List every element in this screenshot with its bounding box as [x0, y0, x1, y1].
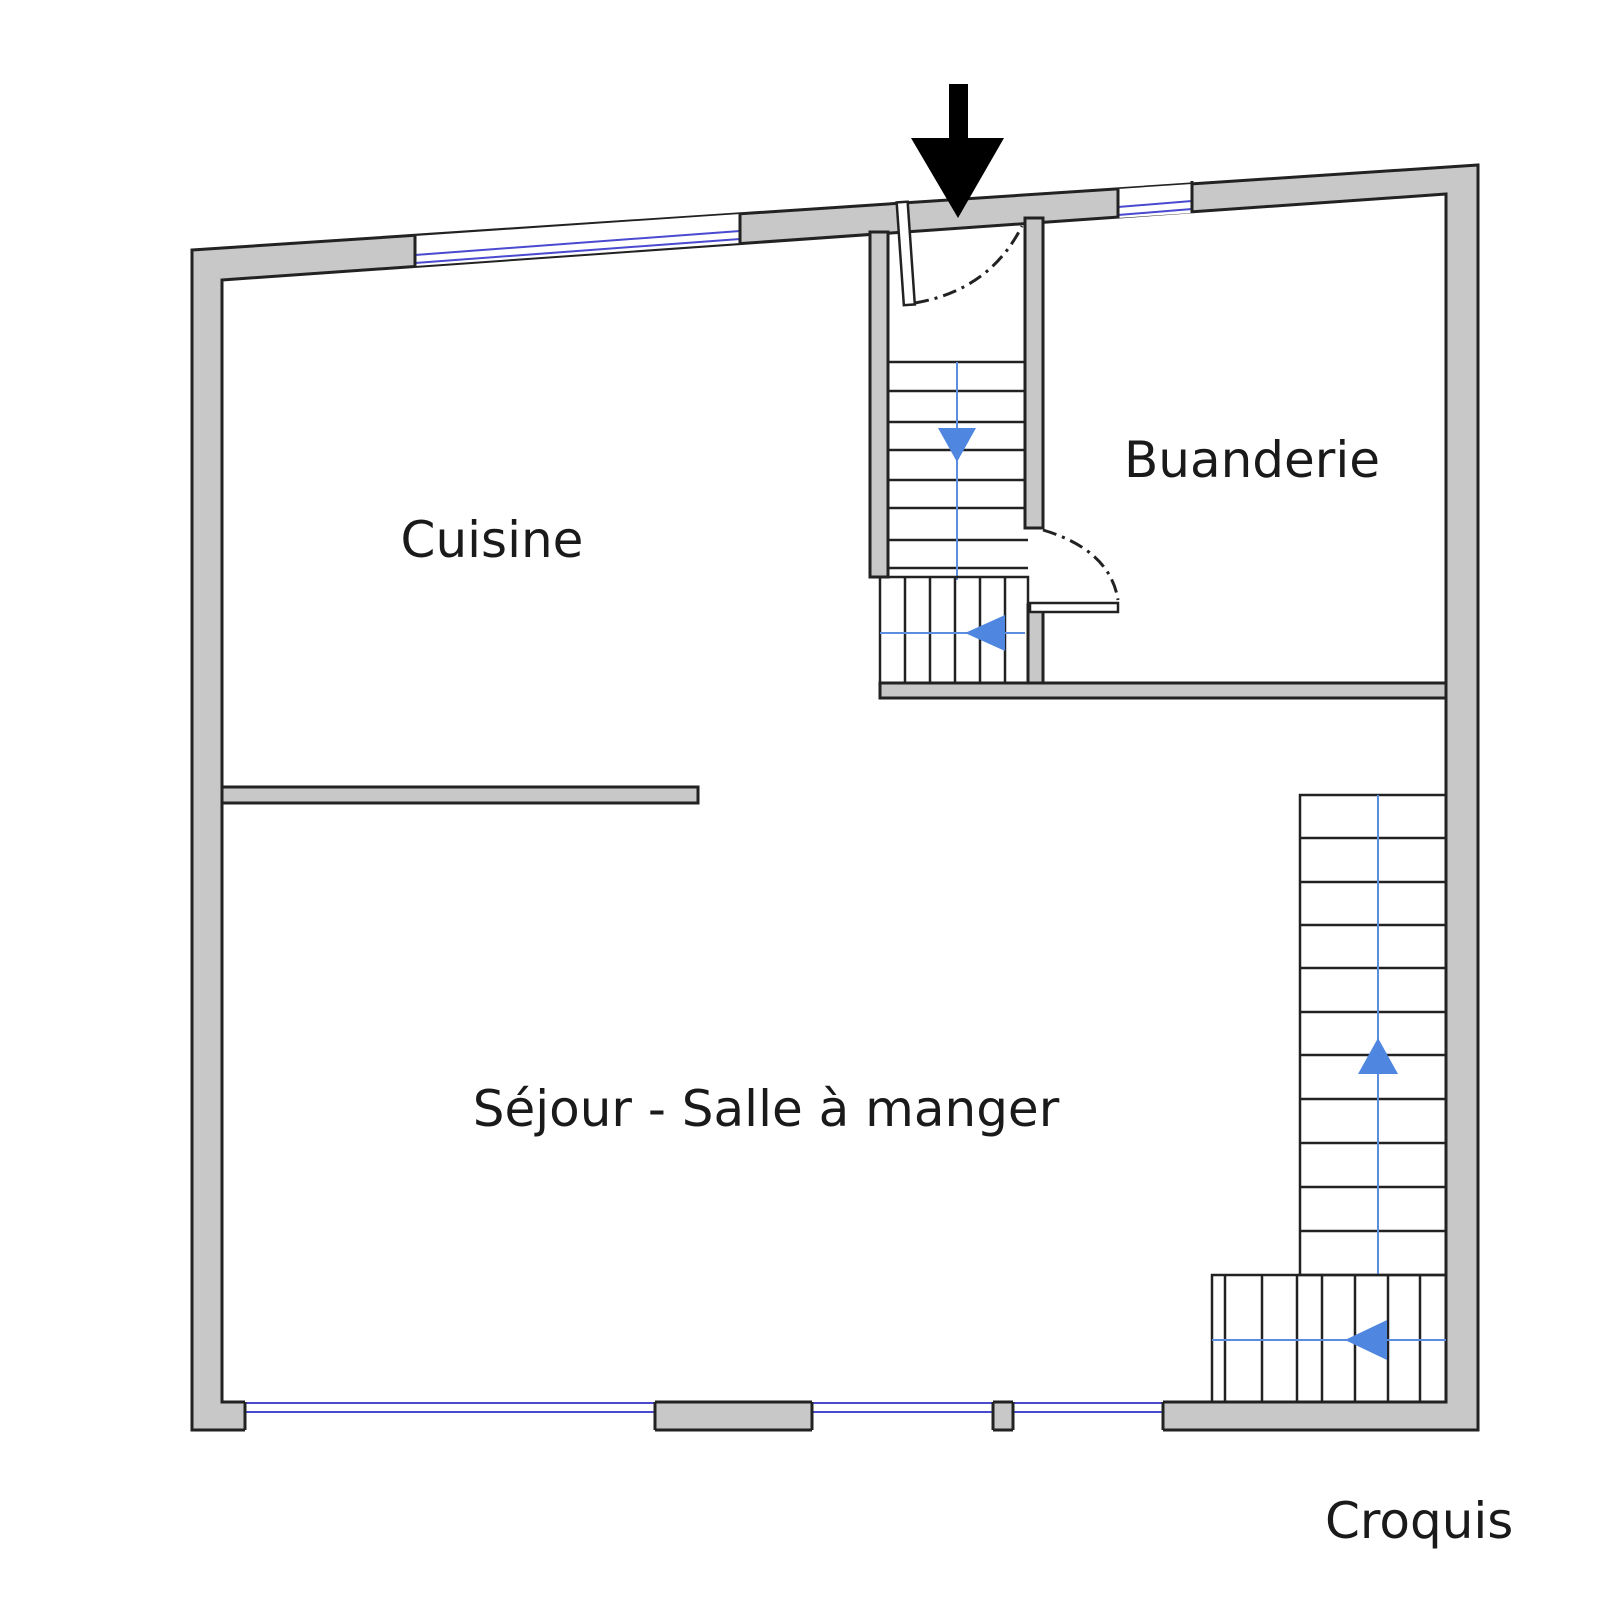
window-top-right — [1116, 181, 1194, 218]
staircase-right — [1298, 793, 1448, 1277]
window-bottom-1 — [243, 1400, 657, 1432]
room-label-kitchen: Cuisine — [401, 511, 584, 569]
stair-arrow-down-icon — [938, 428, 976, 462]
laundry-left-wall — [1026, 603, 1045, 685]
staircase-upper — [888, 360, 1028, 580]
laundry-bottom-wall — [878, 681, 1448, 700]
stair-arrow-left-icon — [965, 615, 1005, 651]
laundry-door — [1028, 528, 1120, 614]
window-bottom-3 — [1011, 1400, 1165, 1432]
window-top-left — [413, 214, 742, 266]
entrance-door — [895, 200, 1024, 307]
staircase-winder-upper — [878, 575, 1030, 685]
caption: Croquis — [1325, 1492, 1513, 1550]
stair-arrow-up-icon — [1358, 1038, 1398, 1074]
stair-arrow-left-icon — [1345, 1320, 1387, 1360]
room-label-laundry: Buanderie — [1124, 431, 1380, 489]
kitchen-partition — [220, 785, 700, 805]
room-label-living: Séjour - Salle à manger — [473, 1080, 1060, 1138]
staircase-winder-lower — [1210, 1273, 1448, 1404]
entrance-arrow-icon — [911, 84, 1004, 218]
stair-wall-left — [868, 230, 890, 579]
stair-wall-right — [1023, 216, 1045, 530]
window-bottom-2 — [810, 1400, 995, 1432]
